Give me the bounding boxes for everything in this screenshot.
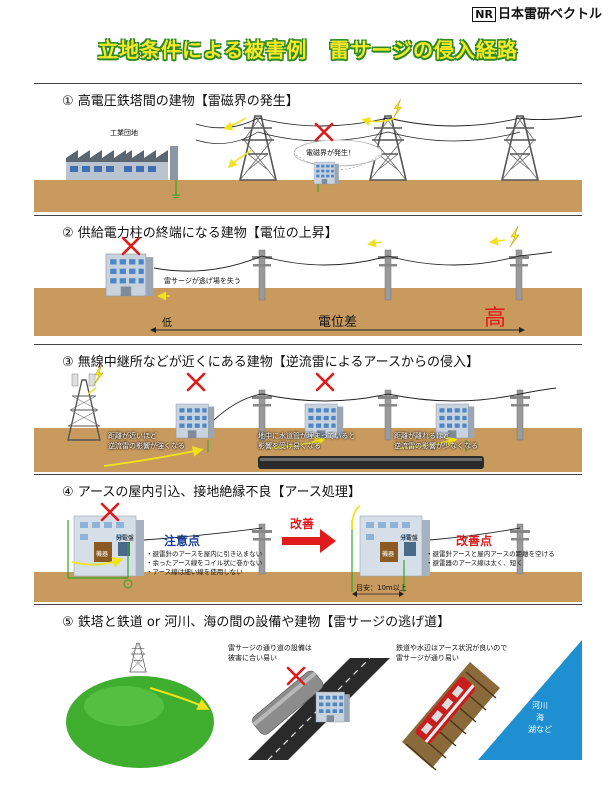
section-1-title: ① 高電圧鉄塔間の建物【雷磁界の発生】	[62, 94, 299, 109]
label-sea: 海	[536, 713, 544, 722]
label-distance-far-1: 距離が離れるほど	[394, 432, 450, 440]
label-industrial-park: 工業団地	[110, 129, 138, 137]
label-improved: 改善点	[456, 534, 493, 548]
section-3-title: ③ 無線中継所などが近くにある建物【逆流雷によるアースからの侵入】	[62, 355, 479, 370]
ground-1	[34, 180, 582, 212]
section-4-title: ④ アースの屋内引込、接地絶縁不良【アース処理】	[62, 485, 361, 500]
divider	[34, 604, 582, 605]
section-4-scene	[67, 502, 531, 597]
title-part2: 雷サージの侵入経路	[329, 38, 518, 62]
section-5-title: ⑤ 鉄塔と鉄道 or 河川、海の間の設備や建物【雷サージの逃げ道】	[62, 615, 451, 630]
label-rail-1: 鉄道や水辺はアース状況が良いので	[396, 644, 508, 652]
label-panel-right: 分電盤	[400, 535, 419, 542]
divider	[34, 83, 582, 84]
label-lake: 湖など	[528, 725, 552, 734]
divider	[34, 344, 582, 345]
title-part1: 立地条件による被害例	[97, 38, 308, 62]
label-device-right: 機器	[382, 551, 395, 558]
label-potential-difference: 電位差	[318, 315, 358, 330]
label-road-2: 被害に合い易い	[228, 654, 277, 662]
label-rail-2: 雷サージが通り易い	[396, 654, 459, 662]
label-improve: 改善	[290, 517, 315, 531]
label-pipe-1: 地中に水道管が埋まっていると	[258, 432, 356, 440]
divider	[34, 215, 582, 216]
label-device-left: 機器	[96, 551, 109, 558]
label-measure: 目安：10m以上	[356, 584, 407, 592]
improve-item-2: ・避雷器のアース線は太く、短く	[426, 559, 523, 567]
label-distance-near-1: 距離が近いほど	[108, 432, 157, 440]
label-pipe-2: 影響を受け易くなる	[258, 442, 321, 450]
label-low: 低	[162, 318, 172, 329]
brand-mark: NR	[472, 7, 496, 22]
divider	[34, 474, 582, 475]
caution-item-2: ・余ったアース線をコイル状に巻かない	[146, 559, 263, 567]
section-1-scene	[66, 98, 583, 198]
page-title: 立地条件による被害例雷サージの侵入経路	[0, 34, 616, 63]
section-5-scene	[66, 640, 582, 771]
section-2-scene	[105, 225, 553, 333]
brand-name: 日本雷研ベクトル	[497, 7, 602, 22]
label-caution: 注意点	[164, 534, 201, 548]
label-distance-near-2: 逆流雷の影響が強くなる	[108, 442, 185, 450]
label-distance-far-2: 逆流雷の影響が少なくなる	[394, 442, 478, 450]
label-magnetic-field: 電磁界が発生！	[306, 149, 355, 157]
caution-item-1: ・避雷針のアースを屋内に引き込まない	[146, 550, 263, 558]
caution-item-3: ・アース線は細い線を使用しない	[146, 568, 243, 576]
section-3-scene	[67, 363, 557, 469]
label-road-1: 雷サージの通り道の設備は	[228, 644, 312, 652]
label-river: 河川	[532, 701, 548, 710]
label-high: 高	[484, 306, 507, 331]
label-panel-left: 分電盤	[116, 535, 135, 542]
section-2-title: ② 供給電力柱の終端になる建物【電位の上昇】	[62, 226, 338, 241]
label-surge-escape: 雷サージが逃げ場を失う	[164, 277, 241, 285]
improve-item-1: ・避雷針アースと屋内アースの距離を空ける	[426, 550, 555, 558]
